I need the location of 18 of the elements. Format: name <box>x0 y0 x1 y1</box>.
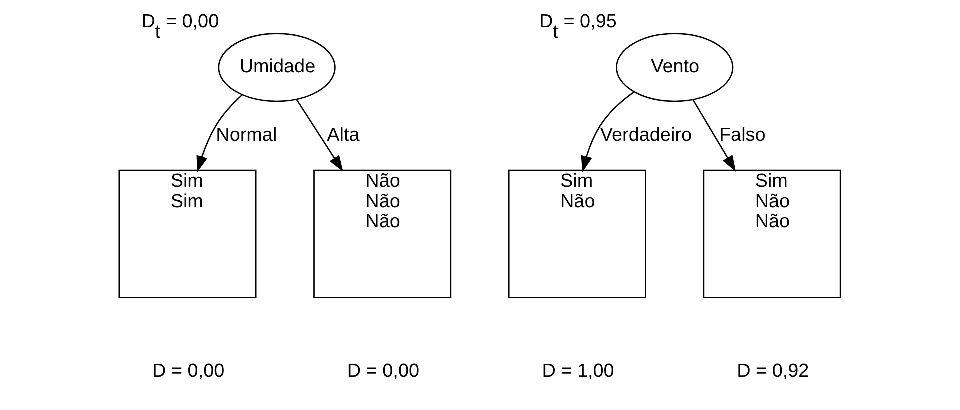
node-label: D = 0,00 <box>152 361 225 382</box>
edge-label: Falso <box>719 125 766 146</box>
node-box: Sim Não Não <box>703 170 842 298</box>
node-box: Sim Não <box>508 170 646 298</box>
arrow <box>196 94 243 172</box>
edge-label: Normal <box>216 125 278 146</box>
arrow <box>296 99 344 172</box>
edge-label: Alta <box>327 125 360 146</box>
node-box: Sim Sim <box>118 170 257 298</box>
arrow <box>692 99 736 172</box>
node-ellipse: Umidade <box>218 33 336 102</box>
node-label: D = 1,00 <box>542 361 614 382</box>
node-box: Não Não Não <box>314 170 452 298</box>
node-ellipse: Vento <box>616 33 734 102</box>
edge-label: Verdadeiro <box>600 125 692 146</box>
node-label: D = 0,92 <box>737 361 810 382</box>
node-label: D = 0,00 <box>347 361 420 382</box>
arrow <box>581 92 635 172</box>
